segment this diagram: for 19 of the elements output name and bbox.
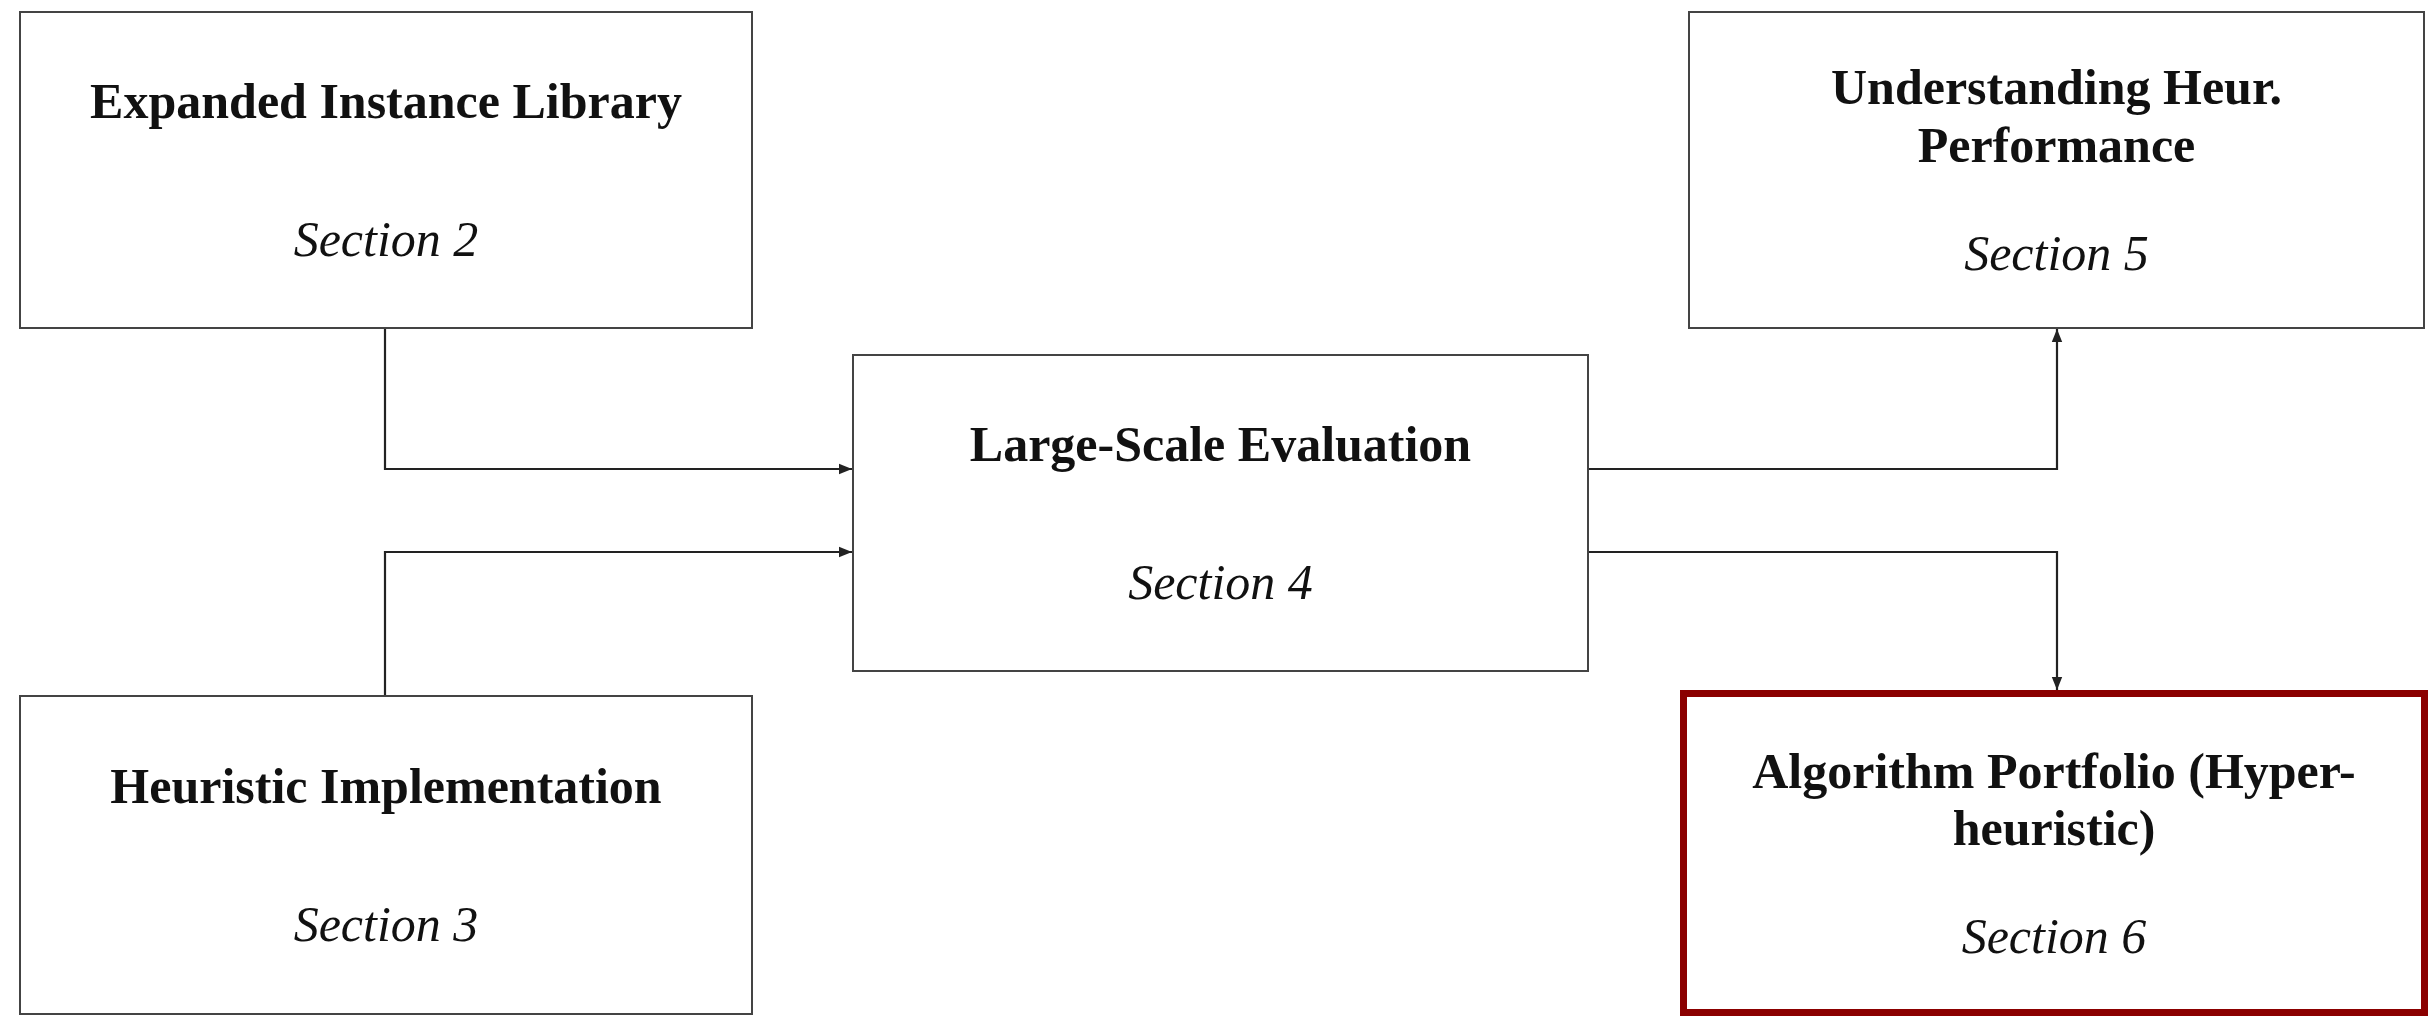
process-box <box>1688 11 2425 329</box>
box-title: Understanding Heur. Performance <box>1830 59 2283 174</box>
box-title: Expanded Instance Library <box>90 73 682 131</box>
arrow <box>1589 550 2063 690</box>
process-box <box>852 354 1589 672</box>
section-reference: Section 4 <box>1128 554 1313 610</box>
highlighted-process-box <box>1680 690 2428 1016</box>
section-reference: Section 6 <box>1961 908 2147 964</box>
box-title: Large-Scale Evaluation <box>969 416 1472 474</box>
process-box <box>19 695 753 1015</box>
section-reference: Section 3 <box>293 897 479 953</box>
box-title: Algorithm Portfolio (Hyper-heuristic) <box>1751 742 2357 858</box>
process-box <box>19 11 753 329</box>
arrow <box>383 546 852 695</box>
arrow <box>1589 329 2063 471</box>
section-reference: Section 2 <box>293 211 479 267</box>
arrow <box>383 329 852 475</box>
box-title: Heuristic Implementation <box>110 757 662 816</box>
section-reference: Section 5 <box>1964 226 2149 281</box>
